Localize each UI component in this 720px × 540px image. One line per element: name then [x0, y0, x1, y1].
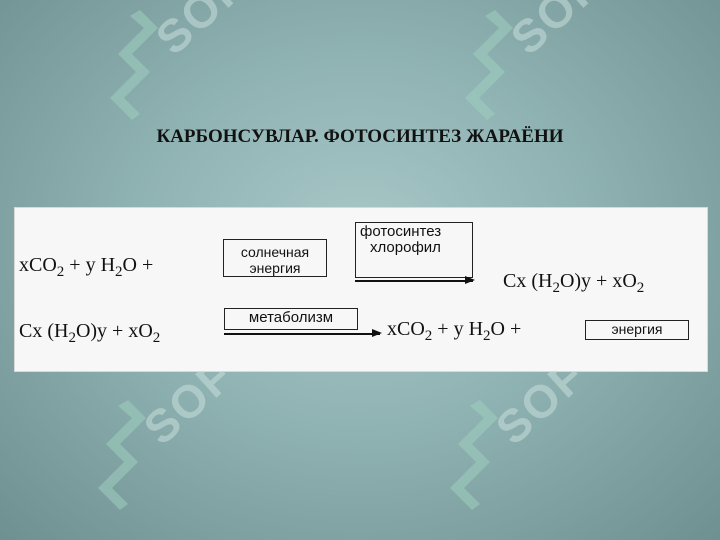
- watermark-bottom-right: SOFT: [440, 328, 618, 530]
- condition-box-metabolism: метаболизм: [224, 308, 358, 330]
- logo-mark-icon: [465, 10, 513, 120]
- equation1-right: Cx (H2O)y + xO2: [503, 270, 645, 296]
- energy-box-solar: солнечная энергия: [223, 239, 327, 277]
- logo-mark-icon: [98, 400, 146, 510]
- watermark-bottom-left: SOFT: [88, 328, 266, 530]
- watermark-top-right: SOFT: [455, 0, 633, 140]
- equation2-left: Cx (H2O)y + xO2: [19, 320, 161, 346]
- page-title: КАРБОНСУВЛАР. ФОТОСИНТЕЗ ЖАРАЁНИ: [156, 126, 564, 147]
- condition-box-photosynthesis: фотосинтез хлорофил: [355, 222, 473, 278]
- condition-text-chlorophyll: хлорофил: [370, 239, 441, 256]
- watermark-top-left: SOFT: [100, 0, 278, 140]
- reaction-arrow-2: [224, 330, 382, 336]
- equation2-right: xCO2 + y H2O +: [387, 318, 522, 344]
- energy-box: энергия: [585, 320, 689, 340]
- reaction-arrow-1: [355, 277, 475, 283]
- logo-mark-icon: [450, 400, 498, 510]
- logo-mark-icon: [110, 10, 158, 120]
- equation1-left: xCO2 + y H2O +: [19, 254, 154, 280]
- equations-panel: xCO2 + y H2O + солнечная энергия фотосин…: [14, 207, 708, 372]
